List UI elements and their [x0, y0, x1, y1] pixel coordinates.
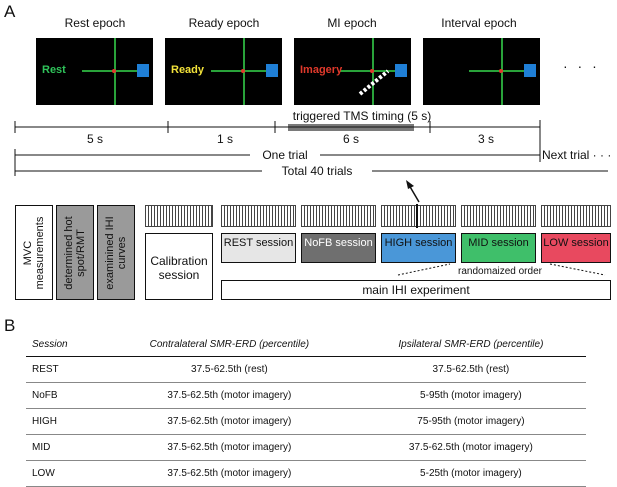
interval-epoch-screen [423, 38, 540, 105]
arrow-up-left-icon [406, 180, 420, 203]
ihi-curves-label: examinined IHI curves [104, 215, 128, 290]
mvc-measurements-label: MVC measurements [22, 216, 46, 289]
feedback-square [266, 64, 278, 77]
table-row: HIGH 37.5-62.5th (motor imagery) 75-95th… [26, 408, 586, 435]
header-ipsilateral: Ipsilateral SMR-ERD (percentile) [355, 332, 586, 357]
calibration-trials-hatch [145, 205, 213, 227]
rest-epoch-screen: Rest [36, 38, 153, 105]
feedback-square [524, 64, 536, 77]
panel-a-label: A [4, 2, 16, 21]
table-header-row: Session Contralateral SMR-ERD (percentil… [26, 332, 586, 357]
duration-rest: 5 s [86, 132, 103, 146]
row-ipsilateral: 5-95th (motor imagery) [355, 382, 586, 409]
epoch-title-rest: Rest epoch [64, 16, 126, 30]
feedback-square [137, 64, 149, 77]
dashed-cursor-trail-icon [358, 69, 390, 96]
ihi-curves-box: examinined IHI curves [97, 205, 135, 300]
row-contralateral: 37.5-62.5th (motor imagery) [103, 382, 356, 409]
epoch-title-ready: Ready epoch [188, 16, 260, 30]
fixation-dot [370, 69, 374, 73]
table-row: MID 37.5-62.5th (motor imagery) 37.5-62.… [26, 434, 586, 461]
session-criteria-table: Session Contralateral SMR-ERD (percentil… [26, 332, 586, 487]
row-session: REST [26, 356, 103, 383]
next-trial-label: Next trial · · · [542, 148, 612, 162]
low-session-box: LOW session [541, 233, 611, 263]
randomized-order-bracket [397, 263, 606, 276]
fixation-cross-horizontal [469, 70, 525, 72]
high-session-box: HIGH session [381, 233, 456, 263]
mid-session-box: MID session [461, 233, 536, 263]
duration-interval: 3 s [477, 132, 494, 146]
tms-timing-label: triggered TMS timing (5 s) [292, 109, 432, 123]
nofb-session-box: NoFB session [301, 233, 376, 263]
nofb-trials-hatch [301, 205, 376, 227]
randomized-order-label: randomaized order [458, 266, 542, 277]
mid-trials-hatch [461, 205, 536, 227]
fixation-cross-horizontal [82, 70, 138, 72]
fixation-cross-horizontal [340, 70, 396, 72]
hot-spot-rmt-label: determined hot spot/RMT [63, 215, 87, 290]
duration-mi: 6 s [342, 132, 359, 146]
rest-session-box: REST session [221, 233, 296, 263]
mi-epoch-screen: Imagery [294, 38, 411, 105]
rest-trials-hatch [221, 205, 296, 227]
low-trials-hatch [541, 205, 611, 227]
more-epochs-ellipsis: · · · [563, 58, 600, 74]
high-trials-hatch [381, 205, 456, 227]
panel-b-label: B [4, 316, 16, 335]
total-trials-label: Total 40 trials [262, 164, 372, 178]
rest-cue-label: Rest [42, 64, 66, 76]
hot-spot-rmt-box: determined hot spot/RMT [56, 205, 94, 300]
header-contralateral: Contralateral SMR-ERD (percentile) [103, 332, 356, 357]
row-contralateral: 37.5-62.5th (rest) [103, 356, 356, 383]
epoch-title-interval: Interval epoch [441, 16, 517, 30]
row-contralateral: 37.5-62.5th (motor imagery) [103, 434, 356, 461]
mvc-measurements-box: MVC measurements [15, 205, 53, 300]
imagery-cue-label: Imagery [300, 64, 343, 76]
feedback-square [395, 64, 407, 77]
table-row: NoFB 37.5-62.5th (motor imagery) 5-95th … [26, 382, 586, 409]
row-contralateral: 37.5-62.5th (motor imagery) [103, 408, 356, 435]
ready-cue-label: Ready [171, 64, 205, 76]
row-ipsilateral: 37.5-62.5th (rest) [355, 356, 586, 383]
fixation-dot [499, 69, 503, 73]
duration-ready: 1 s [216, 132, 233, 146]
main-ihi-experiment-box: main IHI experiment [221, 280, 611, 300]
calibration-session-box: Calibration session [145, 233, 213, 300]
ready-epoch-screen: Ready [165, 38, 282, 105]
row-session: HIGH [26, 408, 103, 435]
fixation-dot [241, 69, 245, 73]
current-trial-marker [416, 204, 418, 228]
epoch-title-mi: MI epoch [327, 16, 377, 30]
fixation-dot [112, 69, 116, 73]
table-row: REST 37.5-62.5th (rest) 37.5-62.5th (res… [26, 356, 586, 383]
one-trial-label: One trial [250, 148, 320, 162]
row-session: MID [26, 434, 103, 461]
row-session: NoFB [26, 382, 103, 409]
row-ipsilateral: 75-95th (motor imagery) [355, 408, 586, 435]
header-session: Session [26, 332, 103, 357]
row-ipsilateral: 37.5-62.5th (motor imagery) [355, 434, 586, 461]
fixation-cross-horizontal [211, 70, 267, 72]
